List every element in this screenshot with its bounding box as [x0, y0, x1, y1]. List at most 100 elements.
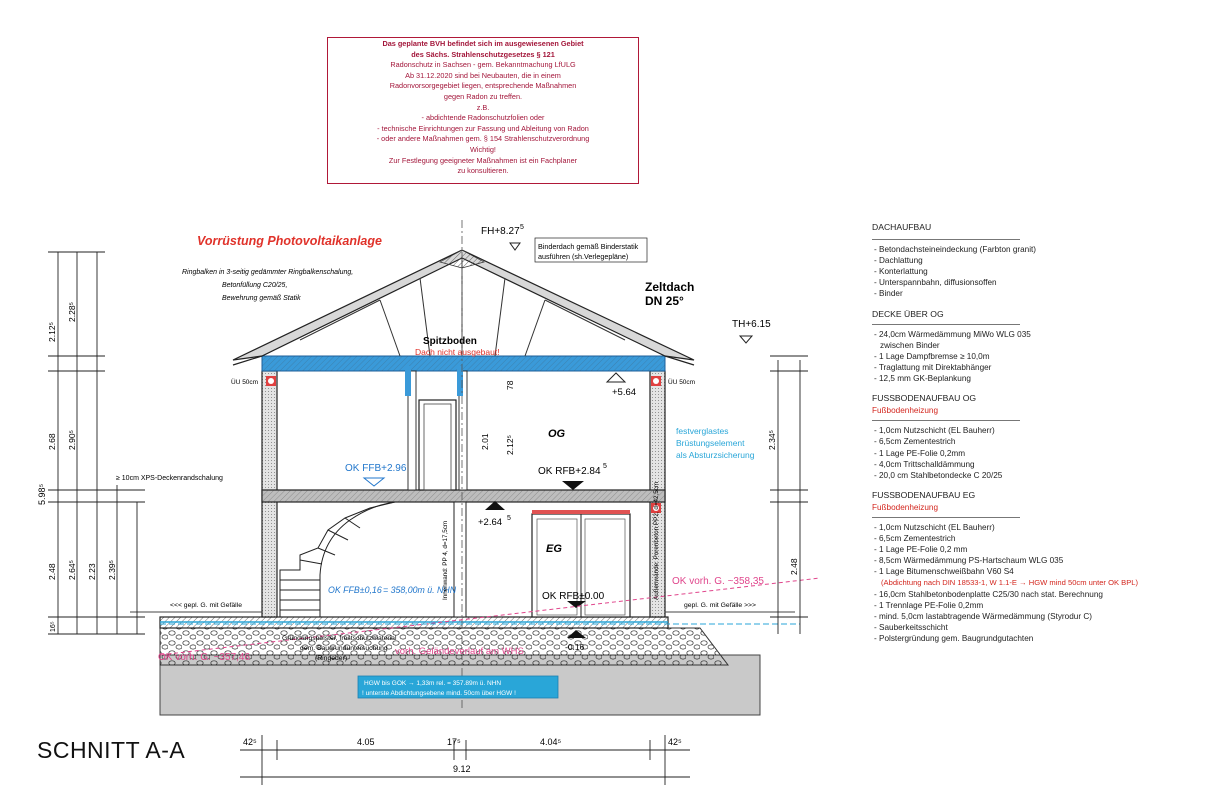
- binder-note-1: Binderdach gemäß Binderstatik: [538, 242, 639, 251]
- festverglast-3: als Absturzsicherung: [676, 450, 755, 460]
- dim-left-outer: 16⁵: [50, 621, 57, 632]
- festverglast-2: Brüstungselement: [676, 438, 745, 448]
- gepl-left: <<< gepl. G. mit Gefälle: [170, 602, 242, 609]
- level-264-sup: 5: [507, 515, 511, 522]
- gruendung-1: Gründungspolster, frostschutzmaterial: [282, 635, 397, 642]
- dim-left-outer: 2.68: [47, 433, 57, 450]
- roof-pitch: DN 25°: [645, 294, 684, 308]
- dim-total-height: 5.98⁵: [37, 483, 47, 505]
- level-264: +2.64: [478, 517, 502, 528]
- fh-label: FH+8.27: [481, 226, 520, 237]
- gelaende: vorh. Geländeverlauf am WHS: [395, 646, 524, 657]
- dim-left-mid: 2.64⁵: [67, 560, 77, 580]
- spec-item: zwischen Binder: [880, 340, 940, 350]
- dim-inner-og: 2.01: [480, 433, 490, 450]
- spec-item: - 4,0cm Trittschalldämmung: [874, 459, 975, 469]
- drawing-title: SCHNITT A-A: [37, 737, 186, 763]
- construction-specs: DACHAUFBAU - Betondachsteineindeckung (F…: [872, 222, 1208, 644]
- dim-left-mid: 2.28⁵: [67, 302, 77, 322]
- dim-bottom: 4.04⁵: [540, 737, 562, 747]
- xps-note: ≥ 10cm XPS-Deckenrandschalung: [116, 475, 223, 482]
- spec-item: - 1 Trennlage PE-Folie 0,2mm: [874, 600, 984, 610]
- th-label: TH+6.15: [732, 319, 771, 330]
- dim-right: 2.34⁵: [767, 430, 777, 450]
- gepl-right: gepl. G. mit Gefälle >>>: [684, 602, 756, 609]
- spec-item: - 1,0cm Nutzschicht (EL Bauherr): [874, 522, 995, 532]
- innenwand: Innenwand: PP 4, d=17,5cm: [442, 521, 449, 600]
- festverglast-1: festverglastes: [676, 426, 728, 436]
- pv-label: Vorrüstung Photovoltaikanlage: [197, 234, 382, 248]
- notice-line: Radonvorsorgegebiet liegen, entsprechend…: [389, 81, 577, 91]
- dim-bottom-total: 9.12: [453, 764, 471, 774]
- og-label: OG: [548, 428, 566, 440]
- notice-line: - abdichtende Radonschutzfolien oder: [421, 113, 545, 123]
- level-564: +5.64: [612, 387, 636, 398]
- notice-line: - technische Einrichtungen zur Fassung u…: [377, 123, 589, 133]
- spec-heading: DACHAUFBAU: [872, 222, 932, 232]
- ringbalken-2: Betonfüllung C20/25,: [222, 282, 287, 289]
- dim-bottom: 4.05: [357, 737, 375, 747]
- ringbalken-1: Ringbalken in 3-seitig gedämmter Ringbal…: [182, 269, 353, 276]
- hgw-1: HGW bis GOK → 1,33m rel. = 357.89m ü. NH…: [364, 680, 501, 687]
- spec-item: - 24,0cm Wärmedämmung MiWo WLG 035: [874, 329, 1031, 339]
- notice-line: des Sächs. Strahlenschutzgesetzes § 121: [411, 49, 555, 59]
- ok-ffb-eg: OK FFB±0,16: [328, 585, 382, 595]
- attic-note: Dach nicht ausgebaut!: [415, 347, 500, 357]
- spec-item: - 20,0 cm Stahlbetondecke C 20/25: [874, 470, 1003, 480]
- aussenwand: Außenwände: Porenbeton PP2, d=42,5cm: [653, 482, 660, 600]
- ok-ffb-eg-rest: = 358,00m ü. NHN: [383, 585, 457, 595]
- spec-item: - Konterlattung: [874, 267, 928, 277]
- spec-subheading: Fußbodenheizung: [872, 406, 939, 416]
- ok-rfb-og: OK RFB+2.84: [538, 466, 601, 477]
- spec-item: - 1 Lage Dampfbremse ≥ 10,0m: [874, 351, 990, 361]
- stair: [279, 501, 396, 617]
- roof-type: Zeltdach: [645, 280, 694, 294]
- spec-item: - Betondachsteineindeckung (Farbton gran…: [874, 245, 1037, 255]
- notice-line: - oder andere Maßnahmen gem. § 154 Strah…: [376, 134, 590, 144]
- dim-left-outer: 2.12⁵: [47, 322, 57, 342]
- gruendung-3: (Ringeder): [315, 655, 347, 662]
- og-door: [418, 399, 457, 491]
- ue-left: ÜU 50cm: [231, 378, 258, 386]
- dim-left-inner: 2.23: [87, 563, 97, 580]
- dim-bottom: 42⁵: [668, 737, 682, 747]
- spec-heading: FUSSBODENAUFBAU OG: [872, 393, 977, 404]
- spec-item: - Unterspannbahn, diffusionsoffen: [874, 278, 997, 288]
- dim-bottom: 17⁵: [447, 737, 461, 747]
- binder-note-2: ausführen (sh.Verlegepläne): [538, 252, 628, 261]
- spec-item: - 16,0cm Stahlbetonbodenplatte C25/30 na…: [874, 589, 1103, 599]
- notice-line: zu konsultieren.: [457, 166, 509, 176]
- dim-left-mid: 2.90⁵: [67, 430, 77, 450]
- radon-notice-box: Das geplante BVH befindet sich im ausgew…: [327, 37, 639, 184]
- fh-sup: 5: [520, 224, 524, 231]
- spec-heading: FUSSBODENAUFBAU EG: [872, 489, 976, 500]
- hgw-2: ! unterste Abdichtungsebene mind. 50cm ü…: [362, 690, 516, 697]
- ok-rfb-eg: OK RFB±0.00: [542, 591, 605, 602]
- spec-heading: DECKE ÜBER OG: [872, 308, 944, 319]
- spec-item: - Polstergründung gem. Baugrundgutachten: [874, 633, 1034, 643]
- eg-inner-wall: [453, 501, 467, 618]
- ok-vorh-right: OK vorh. G. ~358,35: [672, 576, 764, 587]
- ue-right: ÜU 50cm: [668, 378, 695, 386]
- spec-item: - 6,5cm Zementestrich: [874, 437, 956, 447]
- dim-left-in2: 2.39⁵: [107, 560, 117, 580]
- dim-left-outer: 2.48: [47, 563, 57, 580]
- dim-inner-og: 78: [505, 380, 515, 390]
- spec-item: - 1,0cm Nutzschicht (EL Bauherr): [874, 426, 995, 436]
- ok-ffb-og: OK FFB+2.96: [345, 463, 407, 474]
- hgw-box: [357, 675, 559, 699]
- dim-right: 2.48: [789, 558, 799, 575]
- spec-item: - Sauberkeitsschicht: [874, 622, 948, 632]
- ok-vorh-left: OK vorh. G. ~357,46: [158, 652, 250, 663]
- spec-item: - mind. 5,0cm lastabtragende Wärmedämmun…: [874, 611, 1092, 621]
- notice-line: Wichtig!: [470, 144, 496, 154]
- ok-rfb-og-sup: 5: [603, 463, 607, 470]
- spec-item-note: (Abdichtung nach DIN 18533-1, W 1.1-E → …: [881, 578, 1139, 588]
- spec-item: - 1 Lage PE-Folie 0,2 mm: [874, 545, 968, 555]
- notice-line: Das geplante BVH befindet sich im ausgew…: [382, 39, 584, 48]
- spec-item: - 6,5cm Zementestrich: [874, 534, 956, 544]
- spec-item: - Dachlattung: [874, 256, 923, 266]
- notice-line: Zur Festlegung geeigneter Maßnahmen ist …: [388, 155, 578, 165]
- attic-label: Spitzboden: [423, 336, 477, 347]
- eg-label: EG: [546, 543, 562, 555]
